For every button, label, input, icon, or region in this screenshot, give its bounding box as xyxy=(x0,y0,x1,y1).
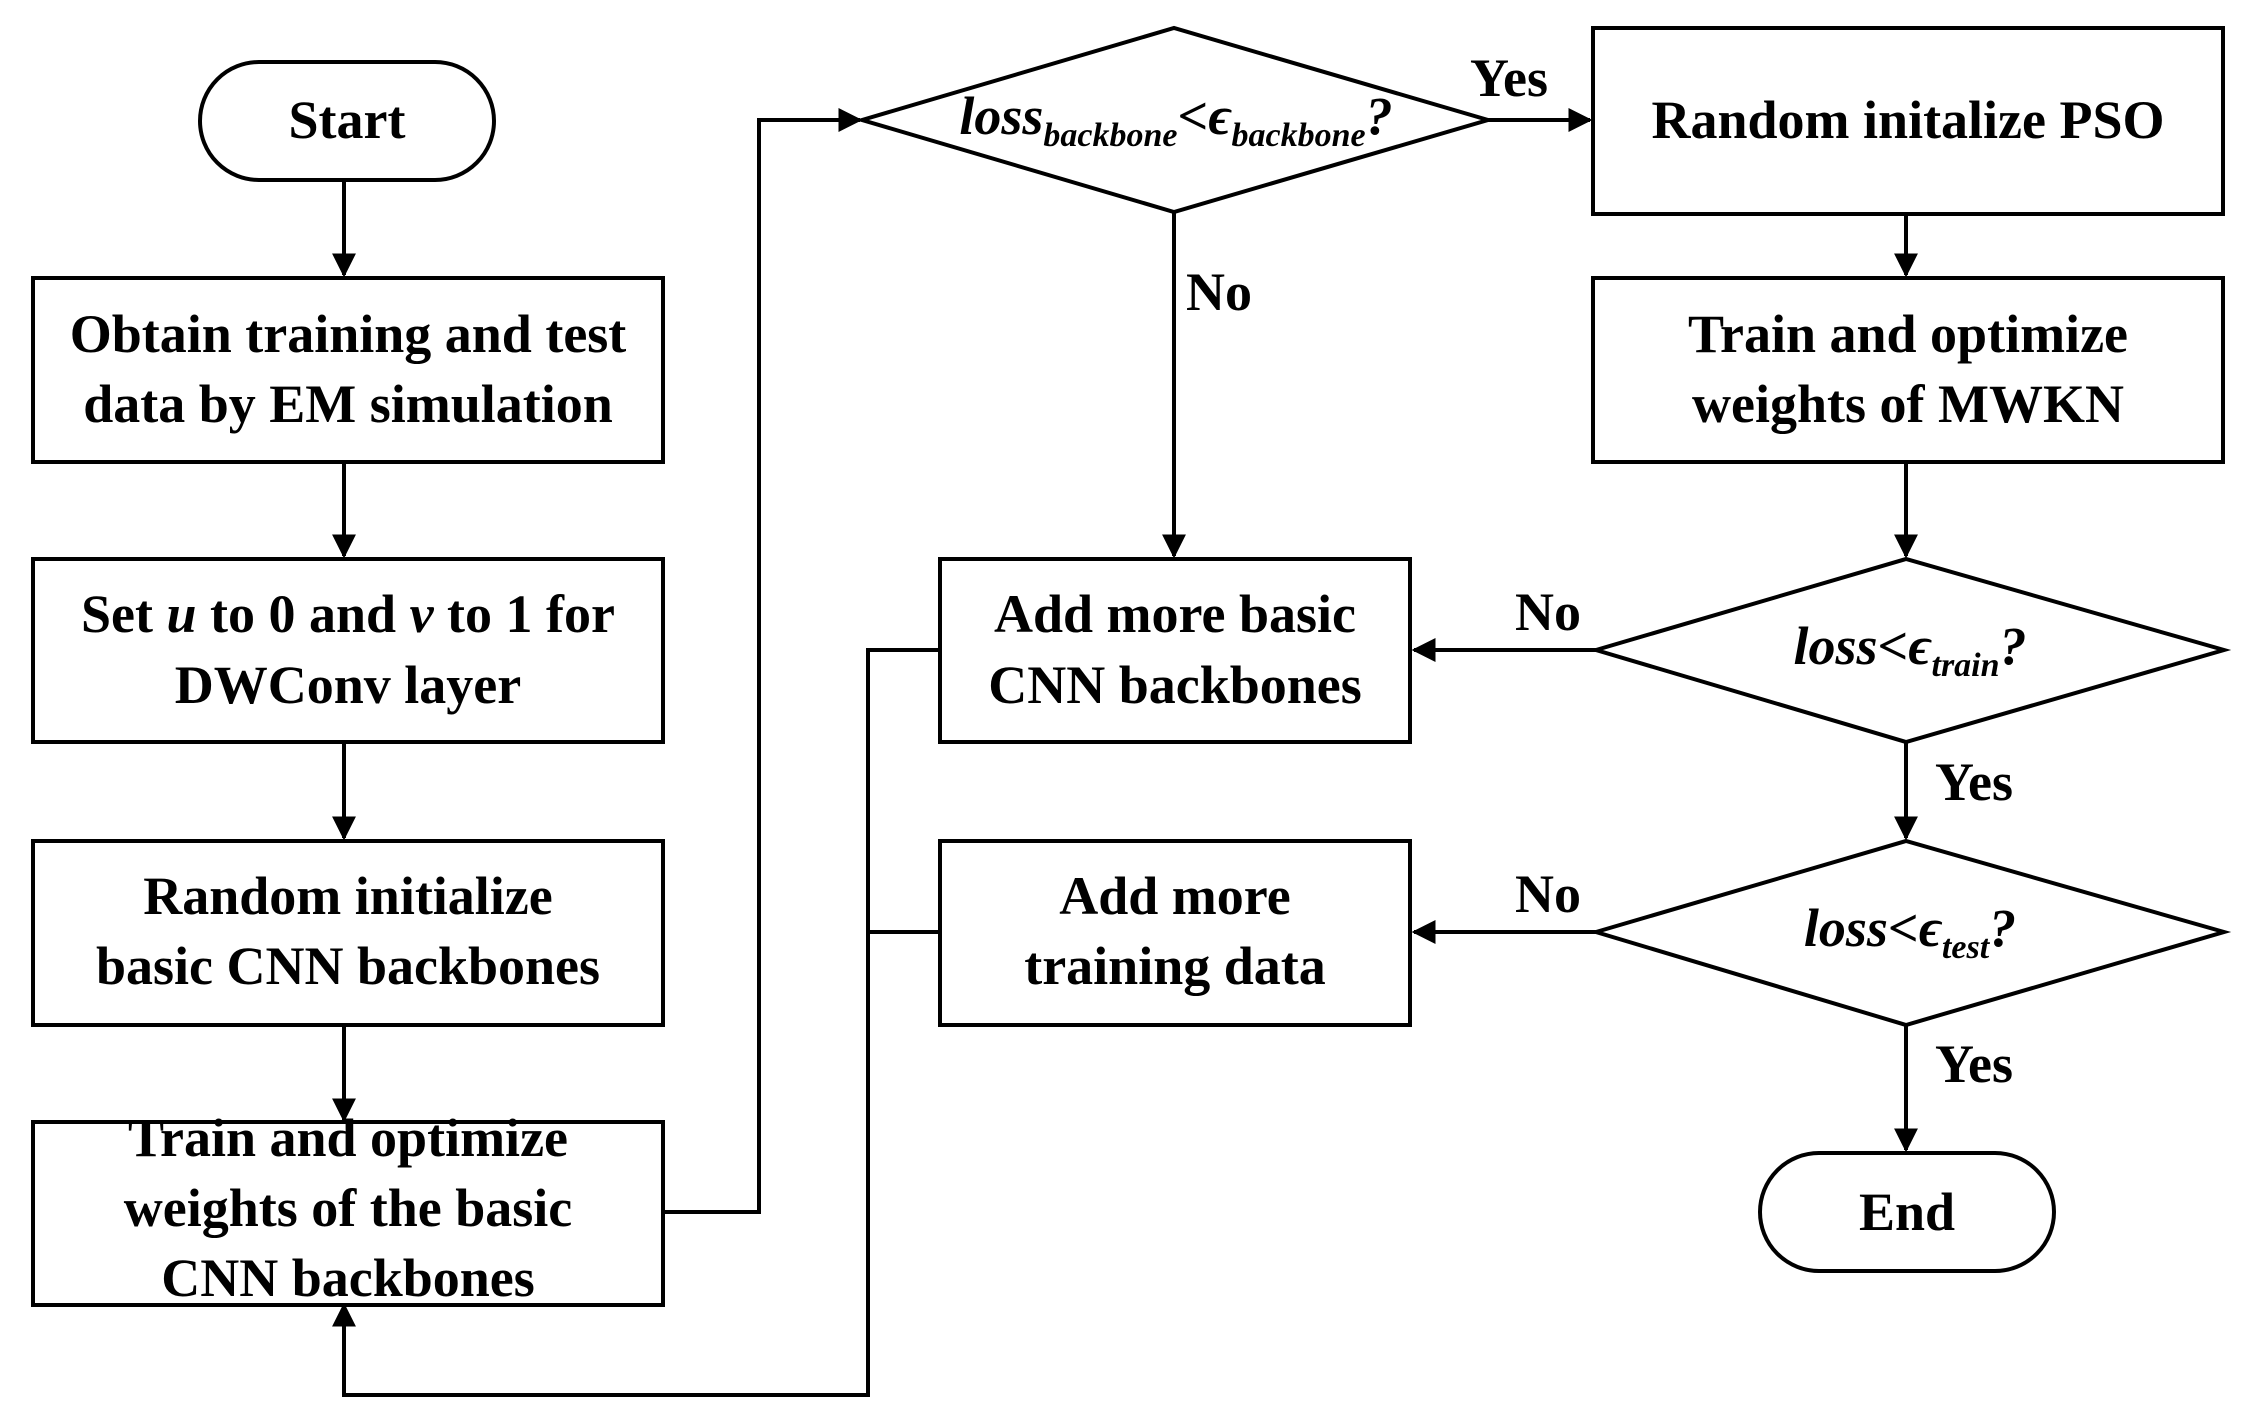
condition-train-text: loss<ϵtrain? xyxy=(1793,616,2026,684)
add-backbones-line-1: Add more basic xyxy=(994,584,1356,644)
edge-loop-back xyxy=(332,648,940,1397)
end-terminal xyxy=(1758,1151,2056,1273)
obtain-data-box xyxy=(31,276,665,464)
start-terminal xyxy=(198,60,496,182)
obtain-data-line-2: data by EM simulation xyxy=(83,374,613,434)
train-basic-line-1: Train and optimize xyxy=(128,1108,568,1168)
obtain-data-line-1: Obtain training and test xyxy=(70,304,627,364)
train-basic-line-3: CNN backbones xyxy=(161,1248,535,1308)
train-mwkn-line-2: weights of MWKN xyxy=(1692,374,2124,434)
edge-label-backbone-yes: Yes xyxy=(1470,48,1548,108)
random-pso-label: Random initalize PSO xyxy=(1651,90,2164,150)
train-basic-box xyxy=(31,1120,665,1307)
random-init-box xyxy=(31,839,665,1027)
edge-label-test-yes: Yes xyxy=(1935,1034,2013,1094)
train-mwkn-line-1: Train and optimize xyxy=(1688,304,2128,364)
random-init-line-2: basic CNN backbones xyxy=(96,936,600,996)
add-data-line-1: Add more xyxy=(1059,866,1291,926)
random-init-line-1: Random initialize xyxy=(143,866,553,926)
condition-test-text: loss<ϵtest? xyxy=(1804,898,2016,966)
condition-test-diamond xyxy=(1588,838,2232,1028)
set-uv-line-1: Set u to 0 and v to 1 for xyxy=(81,584,615,644)
random-pso-box xyxy=(1591,26,2225,216)
train-basic-line-2: weights of the basic xyxy=(124,1178,572,1238)
set-uv-line-2: DWConv layer xyxy=(175,655,521,715)
edge-label-train-yes: Yes xyxy=(1935,752,2013,812)
set-uv-box xyxy=(31,557,665,744)
edge-train-condition-backbone xyxy=(663,108,863,1214)
condition-backbone-text: lossbackbone<ϵbackbone? xyxy=(959,86,1392,154)
condition-train-diamond xyxy=(1588,556,2232,745)
add-data-line-2: training data xyxy=(1024,936,1326,996)
start-label: Start xyxy=(289,90,406,150)
add-data-box xyxy=(938,839,1412,1027)
add-backbones-line-2: CNN backbones xyxy=(988,655,1362,715)
edge-label-backbone-no: No xyxy=(1186,262,1252,322)
edge-label-test-no: No xyxy=(1515,864,1581,924)
edge-label-train-no: No xyxy=(1515,582,1581,642)
add-backbones-box xyxy=(938,557,1412,744)
connectors xyxy=(332,108,1918,1397)
end-label: End xyxy=(1859,1182,1955,1242)
condition-backbone-diamond xyxy=(854,25,1496,215)
train-mwkn-box xyxy=(1591,276,2225,464)
